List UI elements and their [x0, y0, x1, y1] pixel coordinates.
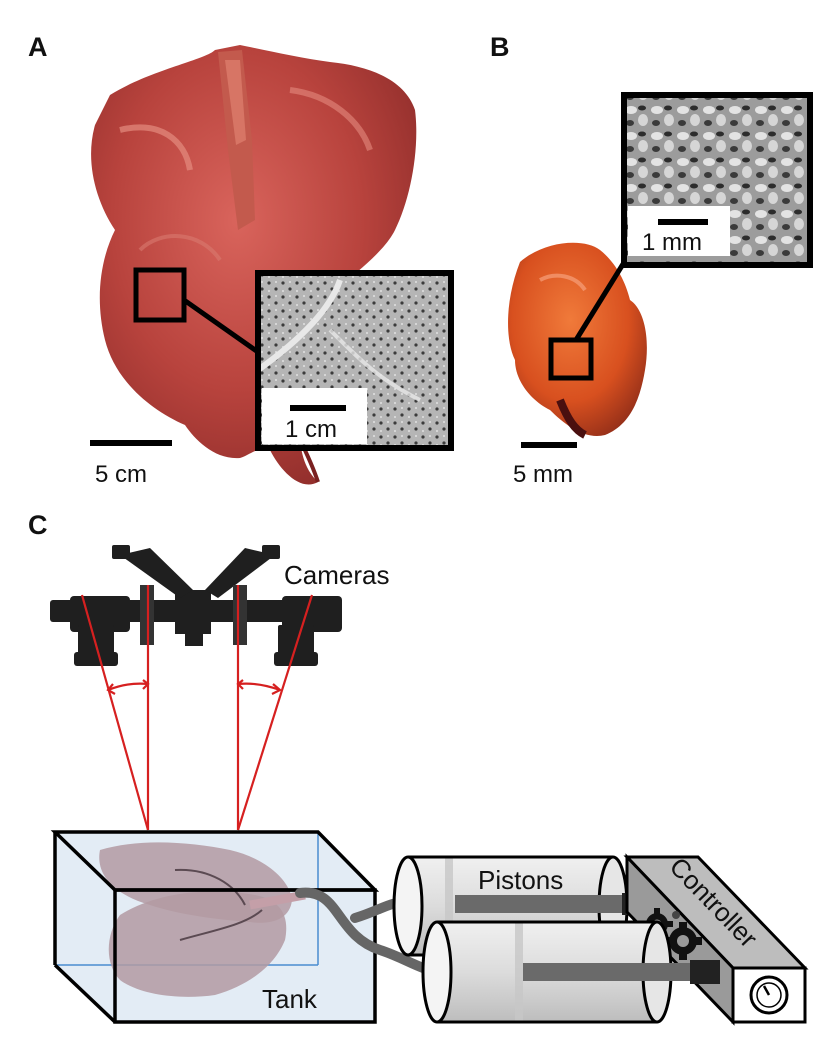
camera-sight-lines [80, 585, 314, 831]
scale-label-b: 5 mm [513, 461, 573, 488]
panel-a-letter: A [28, 32, 48, 62]
piston-bottom [421, 920, 720, 1024]
zoom-line-a [182, 297, 260, 355]
scale-label-a-inset: 1 cm [285, 416, 338, 443]
pistons-label: Pistons [478, 865, 564, 895]
scale-label-a: 5 cm [95, 461, 148, 488]
cameras-label: Cameras [284, 560, 390, 590]
panel-b-letter: B [490, 32, 510, 62]
scale-label-b-inset: 1 mm [642, 229, 702, 256]
tank-label: Tank [262, 984, 317, 1014]
panel-c-letter: C [28, 510, 48, 540]
inset-b [621, 92, 813, 268]
tank-outline [50, 830, 380, 1024]
pig-lung-photo [91, 45, 417, 485]
lung-illustration [99, 842, 306, 997]
zoom-line-b [573, 254, 631, 342]
roi-box-a [133, 267, 187, 323]
inset-a [255, 270, 454, 451]
roi-box-b [548, 337, 594, 381]
